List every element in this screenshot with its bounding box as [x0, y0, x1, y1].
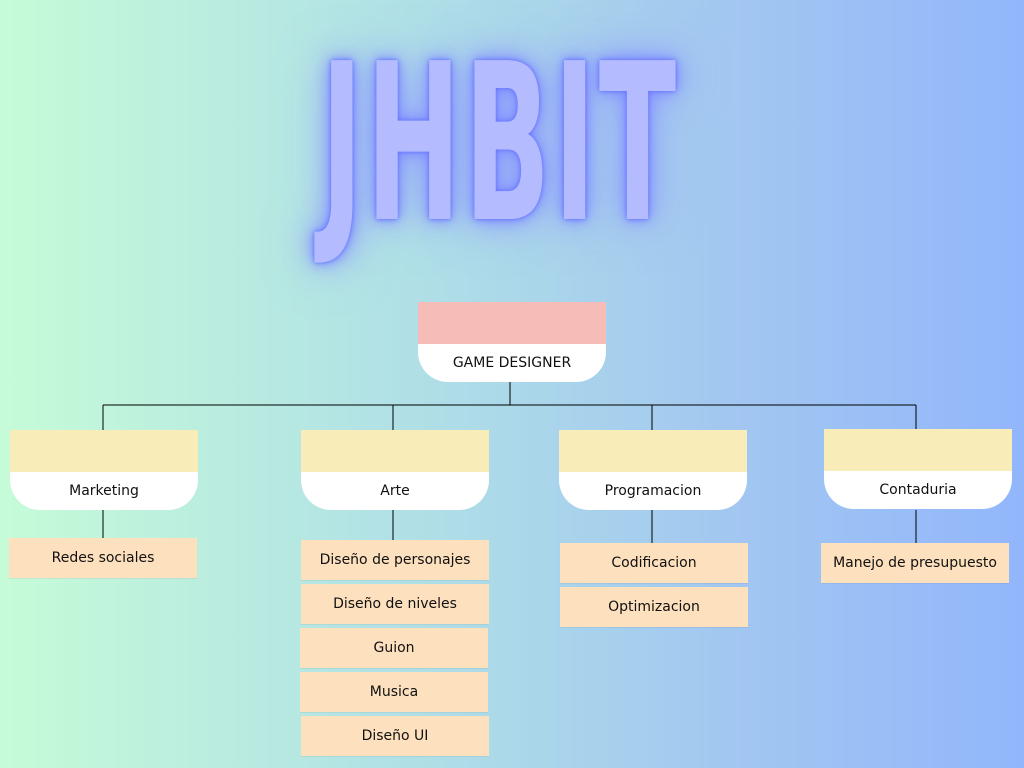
task-musica: Musica	[300, 672, 488, 712]
task-optimizacion: Optimizacion	[560, 587, 748, 627]
node-header-band	[824, 429, 1012, 471]
node-header-band	[301, 430, 489, 472]
task-guion: Guion	[300, 628, 488, 668]
node-label: Programacion	[559, 472, 747, 510]
node-label: GAME DESIGNER	[418, 344, 606, 382]
node-contaduria: Contaduria	[824, 429, 1012, 509]
node-header-band	[418, 302, 606, 344]
task-diseno-ui: Diseño UI	[301, 716, 489, 756]
node-label: Marketing	[10, 472, 198, 510]
task-diseno-personajes: Diseño de personajes	[301, 540, 489, 580]
task-redes-sociales: Redes sociales	[9, 538, 197, 578]
node-marketing: Marketing	[10, 430, 198, 510]
node-programacion: Programacion	[559, 430, 747, 510]
node-label: Arte	[301, 472, 489, 510]
node-label: Contaduria	[824, 471, 1012, 509]
node-game-designer: GAME DESIGNER	[418, 302, 606, 382]
task-diseno-niveles: Diseño de niveles	[301, 584, 489, 624]
node-header-band	[559, 430, 747, 472]
node-header-band	[10, 430, 198, 472]
task-manejo-presupuesto: Manejo de presupuesto	[821, 543, 1009, 583]
task-codificacion: Codificacion	[560, 543, 748, 583]
node-arte: Arte	[301, 430, 489, 510]
